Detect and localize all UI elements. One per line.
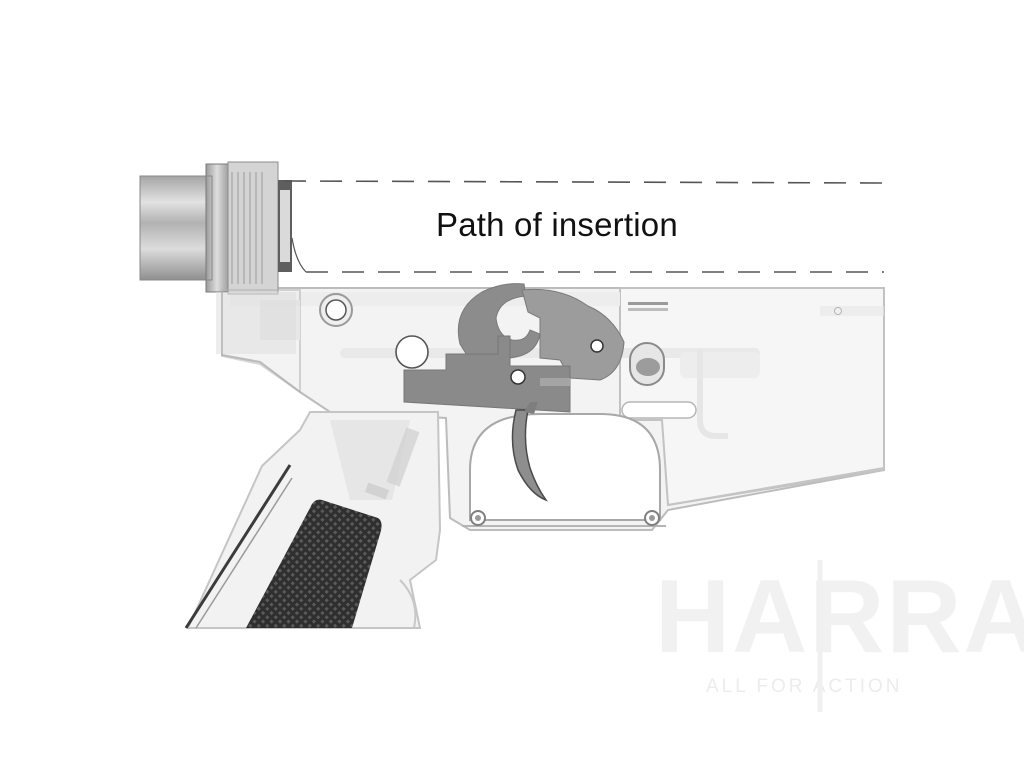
receiver-extension-housing — [221, 289, 301, 394]
end-plate — [227, 161, 279, 295]
path-of-insertion-label: Path of insertion — [436, 206, 678, 243]
watermark-tagline: ALL FOR ACTION — [706, 676, 903, 697]
insertion-path-lines — [283, 180, 885, 273]
selector-detent — [629, 342, 665, 386]
pistol-grip — [184, 411, 442, 629]
harrant-watermark: HARRANT ALL FOR ACTION — [655, 559, 1024, 712]
hammer — [457, 283, 541, 361]
trigger-blade — [511, 409, 549, 502]
trigger-group — [403, 283, 625, 502]
receiver-pins — [319, 293, 665, 386]
grip-texture — [246, 499, 382, 628]
castle-nut — [205, 163, 229, 293]
watermark-brand: HARRANT — [655, 559, 1024, 675]
hammer-pin-hole — [395, 335, 429, 369]
trigger-guard — [462, 413, 666, 527]
buffer-tube — [139, 161, 296, 354]
